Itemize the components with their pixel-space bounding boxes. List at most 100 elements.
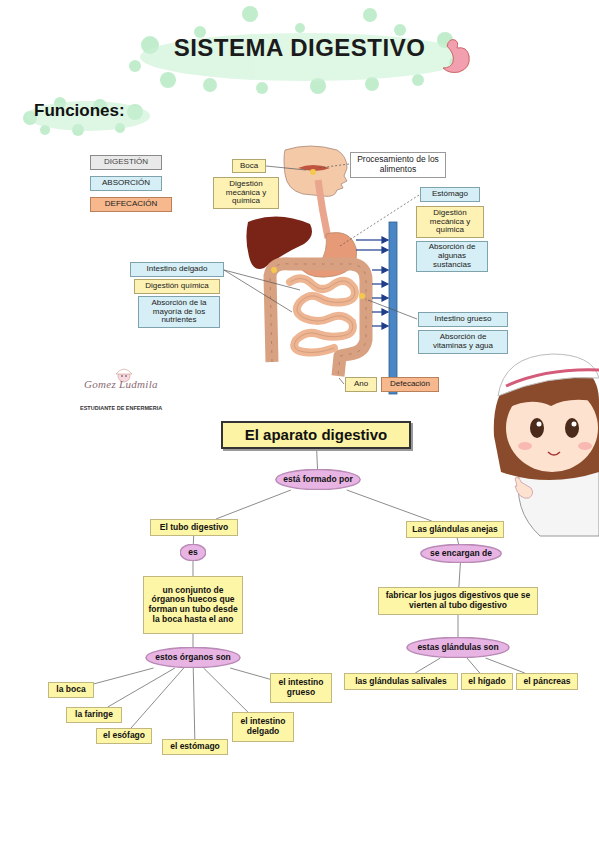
text-wrap: Ano (349, 380, 373, 389)
text-wrap: estos órganos son (153, 653, 233, 663)
node-text: el esófago (100, 731, 148, 741)
absorption-box: Absorción de vitaminas y agua (418, 330, 508, 354)
text-wrap: Absorción de vitaminas y agua (422, 333, 504, 351)
node-text: Intestino grueso (422, 315, 504, 324)
concept-connector (108, 668, 175, 707)
node-text: Estómago (424, 190, 476, 199)
node-text: Procesamiento de los alimentos (354, 155, 442, 174)
text-wrap: el hígado (465, 677, 509, 687)
text-wrap: estas glándulas son (414, 643, 502, 653)
node-text: el intestino grueso (274, 678, 328, 697)
concept-box: las glándulas salivales (344, 673, 458, 690)
node-text: un conjunto de órganos huecos que forman… (147, 586, 239, 624)
node-text: está formado por (283, 475, 353, 485)
linking-ellipse: se encargan de (420, 544, 502, 563)
concept-connector (193, 668, 195, 739)
text-wrap: Digestión química (138, 282, 216, 291)
digestion-box: Digestión mecánica y química (416, 206, 484, 238)
concept-connector (467, 658, 480, 673)
concept-box: el esófago (96, 728, 152, 744)
text-wrap: DIGESTIÓN (94, 158, 158, 167)
node-text: fabricar los jugos digestivos que se vie… (382, 591, 534, 610)
absorption-box: Intestino grueso (418, 312, 508, 327)
node-text: El aparato digestivo (226, 427, 406, 444)
top-function-box: DIGESTIÓN (90, 155, 162, 170)
concept-box: Las glándulas anejas (406, 521, 504, 538)
absorption-box: Intestino delgado (130, 262, 224, 277)
node-text: Intestino delgado (134, 265, 220, 274)
concept-connector (193, 634, 194, 647)
text-wrap: las glándulas salivales (348, 677, 454, 687)
absorption-box: Absorción de algunas sustancias (416, 241, 488, 272)
text-wrap: el intestino delgado (236, 717, 290, 736)
note-box: Procesamiento de los alimentos (350, 152, 446, 178)
node-text: se encargan de (428, 549, 494, 559)
node-text: el estómago (166, 742, 224, 752)
text-wrap: DEFECACIÓN (94, 200, 168, 209)
node-text: ABSORCIÓN (94, 179, 158, 188)
concept-box: la faringe (66, 707, 122, 723)
node-text: estos órganos son (153, 653, 233, 663)
text-wrap: el intestino grueso (274, 678, 328, 697)
concept-connector (485, 658, 524, 673)
concept-connector (204, 668, 248, 712)
absorption-box: ABSORCIÓN (90, 176, 162, 191)
text-wrap: fabricar los jugos digestivos que se vie… (382, 591, 534, 610)
text-wrap: Procesamiento de los alimentos (354, 155, 442, 174)
text-wrap: el estómago (166, 742, 224, 752)
linking-ellipse: estos órganos son (145, 647, 241, 668)
node-text: Digestión mecánica y química (420, 209, 480, 236)
text-wrap: Intestino grueso (422, 315, 504, 324)
concept-connector (131, 668, 184, 728)
digestion-box: Digestión mecánica y química (213, 177, 279, 209)
digestion-box: Ano (345, 377, 377, 392)
node-text: Digestión mecánica y química (217, 180, 275, 207)
text-wrap: la faringe (70, 710, 118, 720)
node-text: Ano (349, 380, 373, 389)
text-wrap: el esófago (100, 731, 148, 741)
defecation-box: Defecación (381, 377, 439, 392)
text-wrap: El aparato digestivo (226, 427, 406, 444)
text-wrap: Intestino delgado (134, 265, 220, 274)
concept-connector (316, 449, 318, 469)
text-wrap: el páncreas (520, 677, 574, 687)
digestion-box: Digestión química (134, 279, 220, 294)
text-wrap: Defecación (385, 380, 435, 389)
text-wrap: un conjunto de órganos huecos que forman… (147, 586, 239, 624)
linking-ellipse: está formado por (275, 469, 361, 490)
logo-subtitle: ESTUDIANTE DE ENFERMERIA (80, 405, 162, 411)
node-text: el hígado (465, 677, 509, 687)
node-text: Digestión química (138, 282, 216, 291)
concept-box: el intestino grueso (270, 673, 332, 703)
node-text: estas glándulas son (414, 643, 502, 653)
concept-box: el intestino delgado (232, 712, 294, 742)
concept-connector (459, 563, 461, 587)
text-wrap: Estómago (424, 190, 476, 199)
node-text: la boca (52, 685, 90, 695)
concept-box: el hígado (461, 673, 513, 690)
text-wrap: Digestión mecánica y química (420, 209, 480, 236)
concept-connector (193, 561, 194, 576)
node-text: Boca (236, 162, 262, 171)
concept-box: el estómago (162, 739, 228, 755)
absorption-box: Estómago (420, 187, 480, 202)
text-wrap: Absorción de la mayoría de los nutriente… (142, 299, 216, 326)
absorption-box: Absorción de la mayoría de los nutriente… (138, 296, 220, 328)
concept-box: un conjunto de órganos huecos que forman… (143, 576, 243, 634)
defecation-box: DEFECACIÓN (90, 197, 172, 212)
node-text: El tubo digestivo (154, 523, 234, 533)
concept-connector (415, 658, 440, 673)
concept-connector (94, 668, 154, 684)
concept-box: fabricar los jugos digestivos que se vie… (378, 587, 538, 615)
concept-connector (457, 538, 459, 544)
section-heading: Funciones: (34, 101, 125, 121)
logo-name: Gomez Ludmila (84, 378, 158, 390)
node-text: Absorción de vitaminas y agua (422, 333, 504, 351)
node-text: Las glándulas anejas (410, 525, 500, 535)
concept-box: la boca (48, 682, 94, 698)
text-wrap: está formado por (283, 475, 353, 485)
text-wrap: Las glándulas anejas (410, 525, 500, 535)
text-wrap: Absorción de algunas sustancias (420, 243, 484, 270)
node-text: Absorción de algunas sustancias (420, 243, 484, 270)
concept-connector (216, 490, 291, 519)
